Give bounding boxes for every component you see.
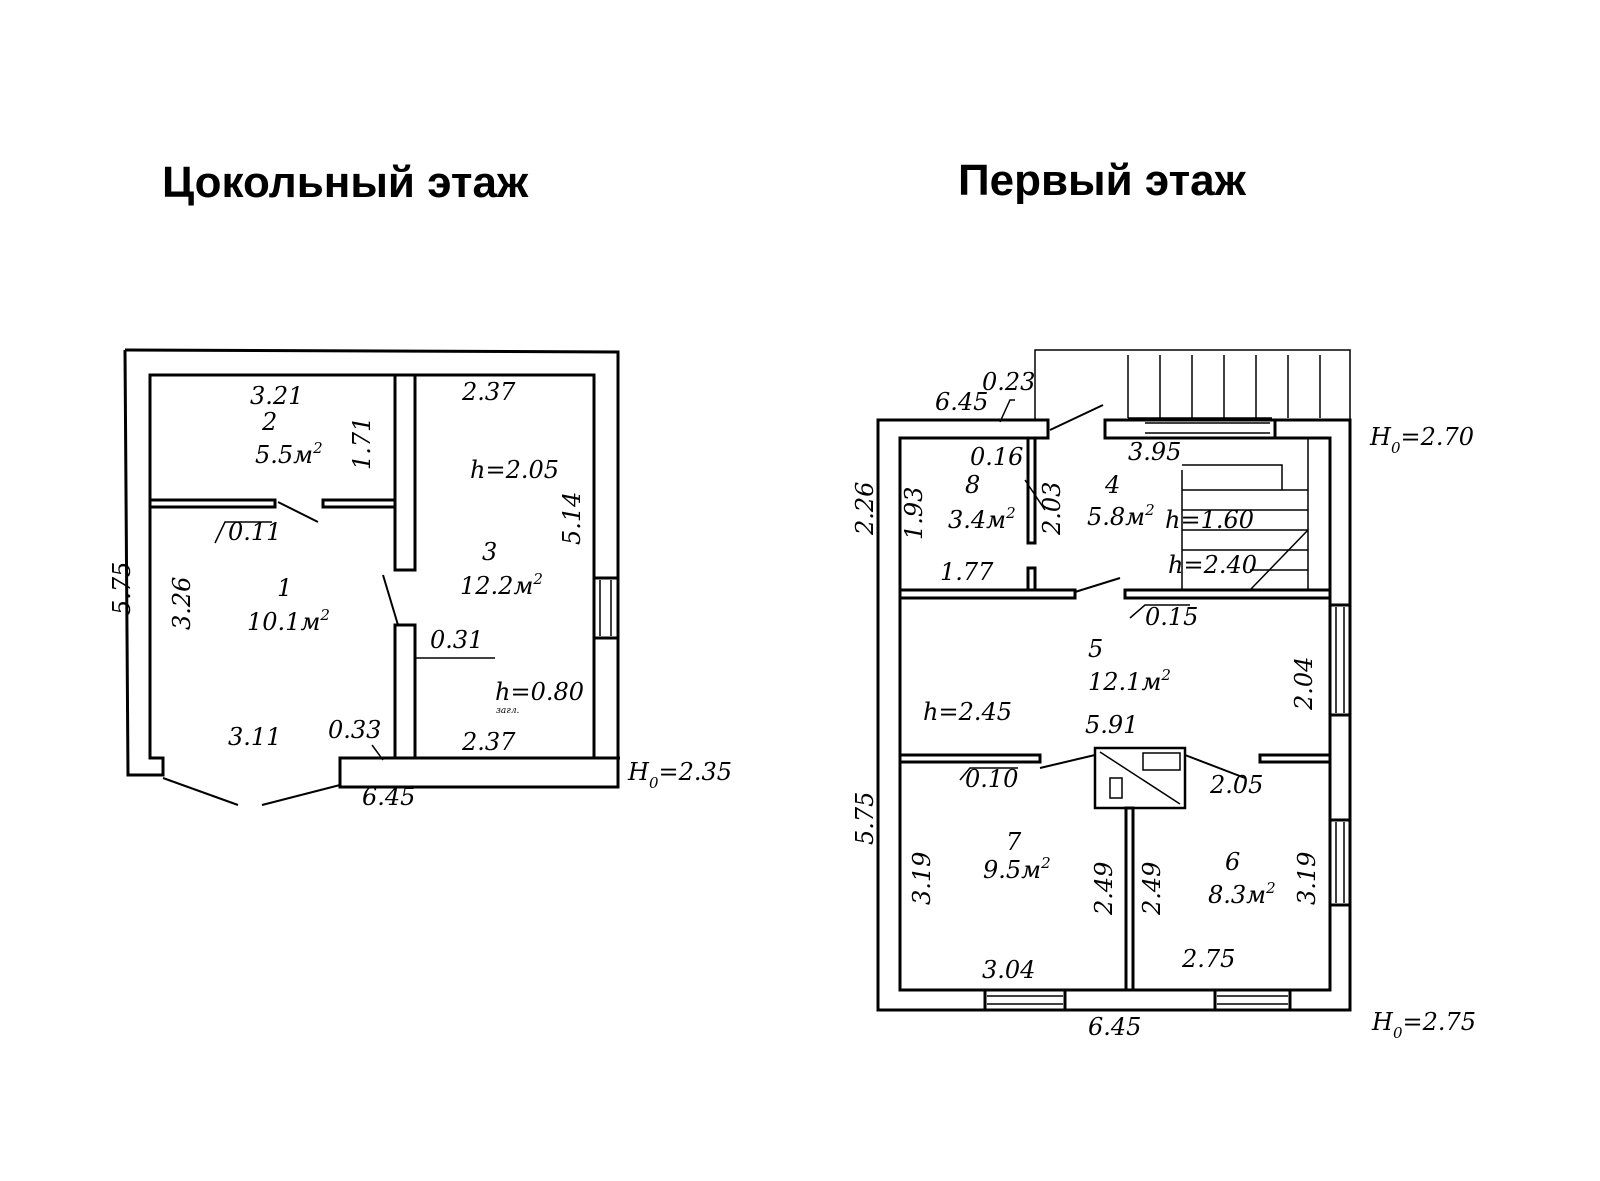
first-wall-upper [898, 588, 1077, 600]
first-window-right-upper [1328, 603, 1352, 717]
first-dim: 3.19 [1293, 852, 1321, 905]
room-3-number: 3 [482, 538, 497, 566]
first-floor-plan [876, 349, 1352, 1012]
first-dim: 2.26 [851, 482, 879, 536]
basement-dim: 2.37 [461, 728, 516, 756]
basement-dim: 3.11 [228, 723, 281, 751]
first-floor-height-bottom: H0=2.75 [1371, 1008, 1476, 1042]
first-window-bottom-right [1213, 988, 1292, 1012]
basement-overall-width: 6.45 [362, 783, 415, 811]
first-dim: 2.05 [1209, 771, 1263, 799]
room-5-number: 5 [1088, 635, 1103, 663]
first-dim: 0.10 [965, 765, 1018, 793]
first-floor-height-top: H0=2.70 [1369, 423, 1474, 457]
first-door-room4 [1074, 577, 1121, 593]
basement-dim: 5.14 [558, 492, 586, 545]
first-dim: 0.23 [982, 368, 1035, 396]
inner-stairs [1181, 438, 1309, 591]
first-dim: 6.45 [935, 388, 988, 416]
basement-dim: 0.33 [328, 716, 381, 744]
basement-dim: 0.31 [430, 626, 483, 654]
basement-labels: 3.21 2 5.5м2 1.71 0.11 3.26 5.75 1 10.1м… [108, 378, 732, 811]
basement-door-r3 [382, 574, 399, 626]
basement-dim: 1.71 [348, 417, 376, 470]
porch-stairs [1127, 355, 1321, 419]
first-door-room7 [1039, 754, 1096, 769]
first-dim: 5.91 [1085, 711, 1138, 739]
room-2-number: 2 [261, 408, 277, 436]
basement-wall-r1-r3 [393, 623, 417, 760]
room-1-area: 10.1м2 [247, 606, 330, 636]
stove [1093, 746, 1187, 810]
first-window-right-lower [1328, 818, 1352, 907]
basement-dim: 3.21 [250, 382, 303, 410]
porch-outline [1034, 349, 1351, 420]
first-dim: 2.75 [1181, 945, 1235, 973]
first-dim: 2.49 [1090, 862, 1118, 916]
basement-entrance-right [261, 784, 341, 806]
first-partition-r7-r6 [1124, 806, 1135, 992]
basement-sub-height: h=0.80 [495, 678, 584, 706]
basement-wall-r2-r3 [393, 373, 417, 572]
room-2-area: 5.5м2 [255, 439, 323, 469]
basement-floor-title: Цокольный этаж [162, 158, 529, 207]
first-dim: 0.15 [1145, 603, 1198, 631]
room-7-number: 7 [1006, 828, 1022, 856]
first-dim: 2.04 [1290, 657, 1318, 711]
room-3-area: 12.2м2 [460, 570, 543, 600]
basement-entrance-left [162, 777, 239, 806]
first-height-stairs-1: h=1.60 [1165, 506, 1254, 534]
first-overall-height: 5.75 [851, 792, 879, 845]
first-outer-wall [876, 418, 1352, 1012]
basement-dim: 3.26 [168, 577, 196, 630]
room-7-area: 9.5м2 [983, 854, 1051, 884]
first-overall-width: 6.45 [1088, 1013, 1141, 1041]
basement-door-r2 [277, 501, 319, 523]
first-dim: 3.04 [982, 956, 1035, 984]
basement-window-right [592, 576, 620, 640]
first-dim: 1.77 [940, 558, 994, 586]
basement-plan [123, 348, 620, 806]
first-dim: 3.95 [1128, 438, 1181, 466]
first-dim: 3.19 [908, 852, 936, 905]
basement-dim: 0.11 [228, 518, 281, 546]
room-4-number: 4 [1104, 471, 1120, 499]
first-dim: 2.03 [1038, 482, 1066, 536]
room-8-area: 3.4м2 [948, 504, 1016, 534]
room-4-area: 5.8м2 [1087, 501, 1155, 531]
basement-partition-r1-r2 [148, 498, 277, 509]
room-6-number: 6 [1225, 848, 1240, 876]
basement-sub-note: загл. [496, 706, 520, 716]
first-dim: 1.93 [900, 487, 928, 540]
first-partition-r8-r4 [1026, 436, 1037, 545]
first-dim: 0.16 [970, 443, 1023, 471]
room-6-area: 8.3м2 [1208, 879, 1276, 909]
first-dim: 2.49 [1138, 862, 1166, 916]
first-floor-title: Первый этаж [958, 156, 1246, 205]
first-wall-lower [898, 753, 1042, 764]
basement-dim: 2.37 [461, 378, 516, 406]
first-door-room6 [1184, 754, 1246, 779]
basement-overall-height: 5.75 [108, 562, 136, 615]
basement-height-room3: h=2.05 [470, 456, 559, 484]
first-height-room5: h=2.45 [923, 698, 1012, 726]
room-8-number: 8 [965, 471, 980, 499]
first-height-stairs-2: h=2.40 [1168, 551, 1257, 579]
first-floor-labels: 6.45 0.23 2.26 0.16 8 3.4м2 1.93 2.03 1.… [851, 368, 1476, 1042]
room-1-number: 1 [277, 574, 292, 602]
first-entrance-door [1049, 404, 1104, 431]
room-5-area: 12.1м2 [1088, 666, 1171, 696]
basement-floor-height: H0=2.35 [627, 758, 732, 792]
first-window-bottom-left [983, 988, 1067, 1012]
